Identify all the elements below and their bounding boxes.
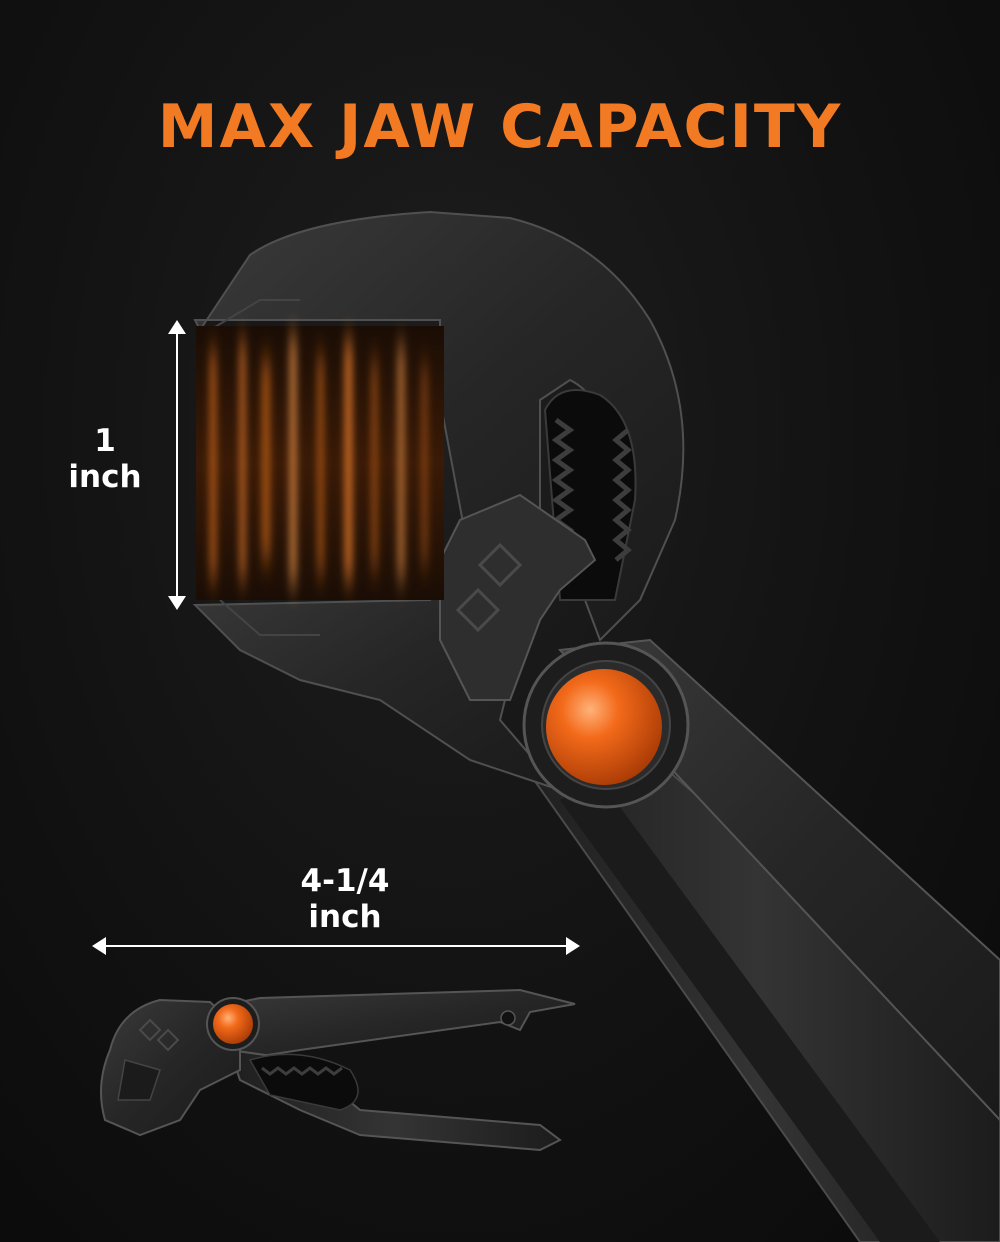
jaw-capacity-value: 1 [94, 423, 116, 459]
vertical-dimension-arrow-icon [168, 320, 186, 610]
brand-diamond-logo [455, 542, 523, 633]
pliers-wrench-full-view-image [100, 988, 576, 1152]
tool-length-value: 4-1/4 [300, 863, 390, 899]
horizontal-dimension-arrow-icon [92, 937, 580, 955]
headline: MAX JAW CAPACITY [157, 92, 843, 162]
pliers-wrench-closeup-image [192, 210, 1000, 1242]
jaw-capacity-unit: inch [68, 459, 142, 495]
tool-length-unit: inch [308, 899, 382, 935]
